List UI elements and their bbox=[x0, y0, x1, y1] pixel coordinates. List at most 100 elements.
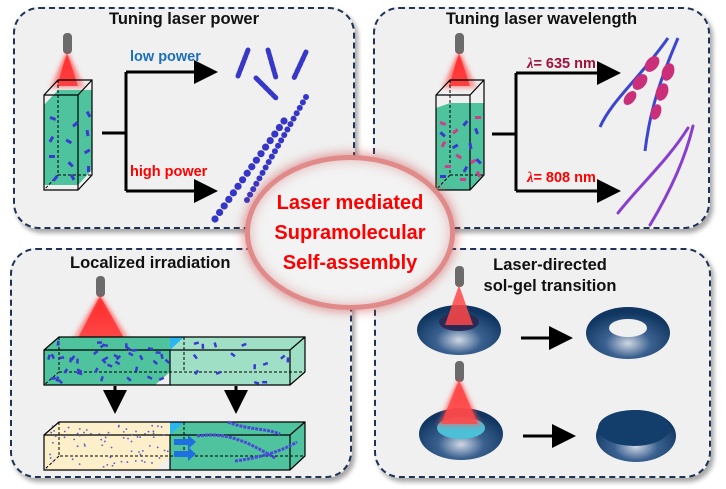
laser-head-icon bbox=[63, 33, 72, 54]
dot bbox=[138, 451, 140, 453]
molecule bbox=[147, 347, 153, 351]
molecule bbox=[93, 350, 99, 356]
laser-beam bbox=[72, 296, 130, 340]
dot bbox=[152, 430, 155, 433]
molecule bbox=[215, 370, 222, 375]
molecule bbox=[286, 357, 290, 363]
molecule bbox=[253, 380, 260, 385]
panel-title: Tuning laser wavelength bbox=[445, 10, 638, 28]
high-power-label: high power bbox=[130, 164, 208, 180]
bead bbox=[239, 176, 247, 184]
dot bbox=[63, 436, 66, 439]
bead bbox=[287, 121, 294, 128]
panel-title-line-2: sol-gel transition bbox=[483, 277, 617, 295]
short-helical-aggregates bbox=[235, 47, 309, 101]
dot bbox=[104, 436, 107, 439]
down-arrows bbox=[103, 386, 248, 414]
dot bbox=[107, 431, 110, 434]
dot bbox=[125, 428, 128, 431]
dot bbox=[148, 444, 151, 447]
branch-arrows bbox=[492, 61, 621, 203]
dot bbox=[118, 424, 120, 427]
dot bbox=[152, 432, 155, 435]
dot bbox=[49, 453, 52, 456]
bead bbox=[281, 131, 288, 138]
dot bbox=[63, 430, 66, 433]
cuvette bbox=[43, 79, 93, 191]
dot bbox=[102, 465, 105, 468]
dot bbox=[158, 457, 161, 459]
molecule bbox=[127, 351, 134, 357]
molecule bbox=[192, 353, 198, 360]
molecule bbox=[194, 369, 200, 376]
dot bbox=[126, 461, 129, 463]
bead bbox=[278, 137, 285, 144]
dot bbox=[101, 444, 104, 447]
molecule bbox=[94, 367, 99, 374]
dot bbox=[152, 436, 155, 439]
dot bbox=[109, 456, 112, 459]
long-bead-chains bbox=[211, 94, 309, 223]
molecule bbox=[230, 352, 236, 358]
panel-title: Localized irradiation bbox=[70, 254, 231, 272]
bead bbox=[250, 186, 257, 193]
dot bbox=[100, 438, 103, 441]
molecule bbox=[241, 342, 247, 347]
dot bbox=[52, 460, 55, 463]
dot bbox=[52, 441, 54, 444]
dot bbox=[139, 436, 141, 439]
mixed-molecules bbox=[439, 116, 482, 181]
molecule bbox=[146, 375, 153, 380]
gel-fibers bbox=[196, 420, 298, 463]
molecule bbox=[131, 348, 137, 352]
dot bbox=[157, 425, 159, 428]
dot bbox=[78, 463, 81, 466]
bead bbox=[211, 215, 219, 223]
dot bbox=[122, 430, 125, 433]
bead bbox=[220, 202, 228, 210]
dot bbox=[162, 434, 165, 436]
molecule bbox=[262, 361, 269, 366]
bead bbox=[244, 197, 250, 203]
center-line-3: Self-assembly bbox=[282, 251, 418, 274]
low-power-label: low power bbox=[130, 49, 201, 65]
dot bbox=[67, 426, 70, 429]
dot bbox=[76, 432, 79, 435]
bead bbox=[259, 169, 266, 176]
molecule bbox=[155, 351, 161, 354]
dispersed-molecules bbox=[48, 110, 92, 182]
bead bbox=[271, 148, 278, 155]
dot bbox=[151, 424, 154, 427]
dot bbox=[139, 453, 142, 456]
dot bbox=[106, 463, 109, 466]
bead bbox=[262, 164, 269, 171]
molecule bbox=[126, 376, 132, 382]
dot bbox=[151, 462, 153, 464]
molecule bbox=[47, 354, 51, 360]
dot bbox=[135, 430, 137, 433]
bead bbox=[252, 156, 260, 164]
molecule bbox=[50, 353, 56, 360]
dot bbox=[130, 450, 133, 453]
dot bbox=[76, 445, 79, 448]
dot bbox=[134, 460, 137, 462]
dot bbox=[111, 464, 114, 467]
cuvette bbox=[435, 79, 485, 191]
dot bbox=[110, 446, 113, 449]
bead bbox=[216, 208, 224, 217]
dot bbox=[143, 461, 146, 464]
dot bbox=[163, 449, 166, 452]
dot bbox=[160, 425, 163, 428]
molecule bbox=[55, 376, 60, 382]
wavelength-808-label: λ= 808 nm bbox=[527, 170, 596, 187]
wavelength-635-label: λ= 635 nm bbox=[527, 56, 596, 73]
dot bbox=[54, 435, 57, 437]
dot bbox=[156, 446, 159, 449]
laser-head-icon bbox=[455, 266, 464, 382]
bead bbox=[248, 163, 256, 171]
molecule bbox=[99, 343, 106, 349]
center-line-2: Supramolecular bbox=[274, 221, 426, 244]
bead bbox=[243, 169, 251, 177]
molecule bbox=[213, 342, 218, 348]
dot bbox=[83, 431, 85, 434]
